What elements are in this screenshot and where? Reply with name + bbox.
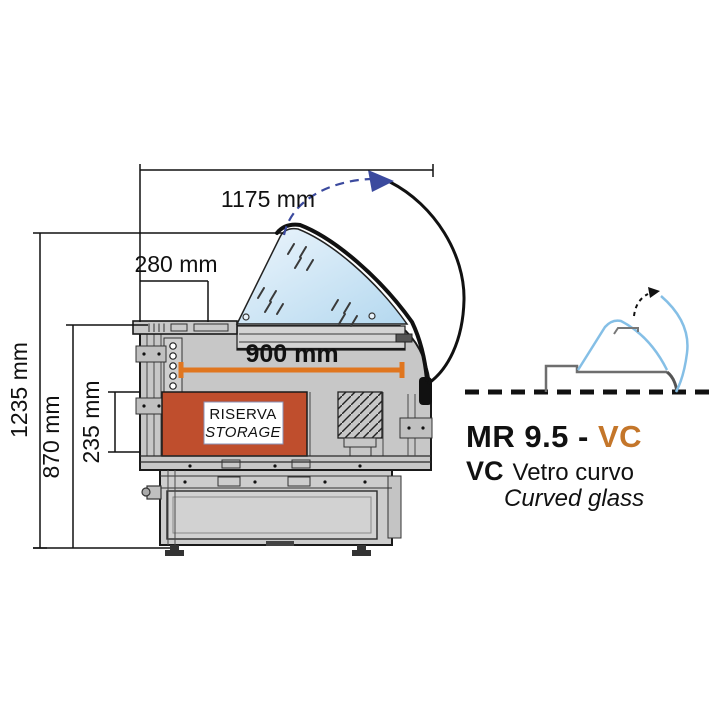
dim-inner-width-label: 900 mm	[245, 340, 338, 368]
storage-label-box	[203, 401, 284, 445]
model-prefix: MR 9.5 -	[466, 419, 598, 454]
curved-glass-closed	[235, 222, 429, 382]
section-hatch-block	[337, 391, 383, 439]
open-glass-icon	[660, 295, 689, 393]
dim-glass-opening-label: 1175 mm	[221, 186, 315, 212]
dim-back-counter-label: 280 mm	[134, 251, 217, 277]
variant-description-en: Curved glass	[504, 485, 645, 512]
dim-worktop-height-label: 870 mm	[38, 395, 64, 478]
variant-code: VC	[466, 456, 504, 486]
adjustable-feet	[165, 545, 371, 556]
curved-glass-open-position	[388, 180, 466, 385]
dimension-inner-width: 900 mm	[178, 340, 405, 378]
dim-storage-height-label: 235 mm	[78, 380, 104, 463]
display-case-body: RISERVA STORAGE	[132, 320, 433, 556]
swing-arrowhead-icon	[368, 170, 394, 192]
model-name: MR 9.5 - VC	[466, 419, 642, 455]
base-cabinet	[141, 469, 402, 556]
storage-label-line1: RISERVA	[209, 406, 276, 423]
dim-total-height-label: 1235 mm	[6, 342, 32, 438]
counter-profile-icon	[544, 364, 667, 392]
dimension-lines	[33, 164, 434, 549]
storage-compartment: RISERVA STORAGE	[161, 391, 308, 457]
glass-open-swing-arrow	[282, 170, 394, 236]
model-variant: VC	[597, 419, 643, 454]
storage-label-line2: STORAGE	[205, 424, 281, 441]
glass-frame-edge	[275, 222, 429, 382]
open-direction-arrow-icon	[633, 293, 649, 317]
profile-icon	[465, 287, 716, 395]
variant-description-it: VC Vetro curvo	[466, 456, 634, 487]
glass-handle-icon	[613, 327, 639, 335]
variant-name-it: Vetro curvo	[512, 459, 634, 486]
closed-glass-icon	[576, 319, 669, 371]
